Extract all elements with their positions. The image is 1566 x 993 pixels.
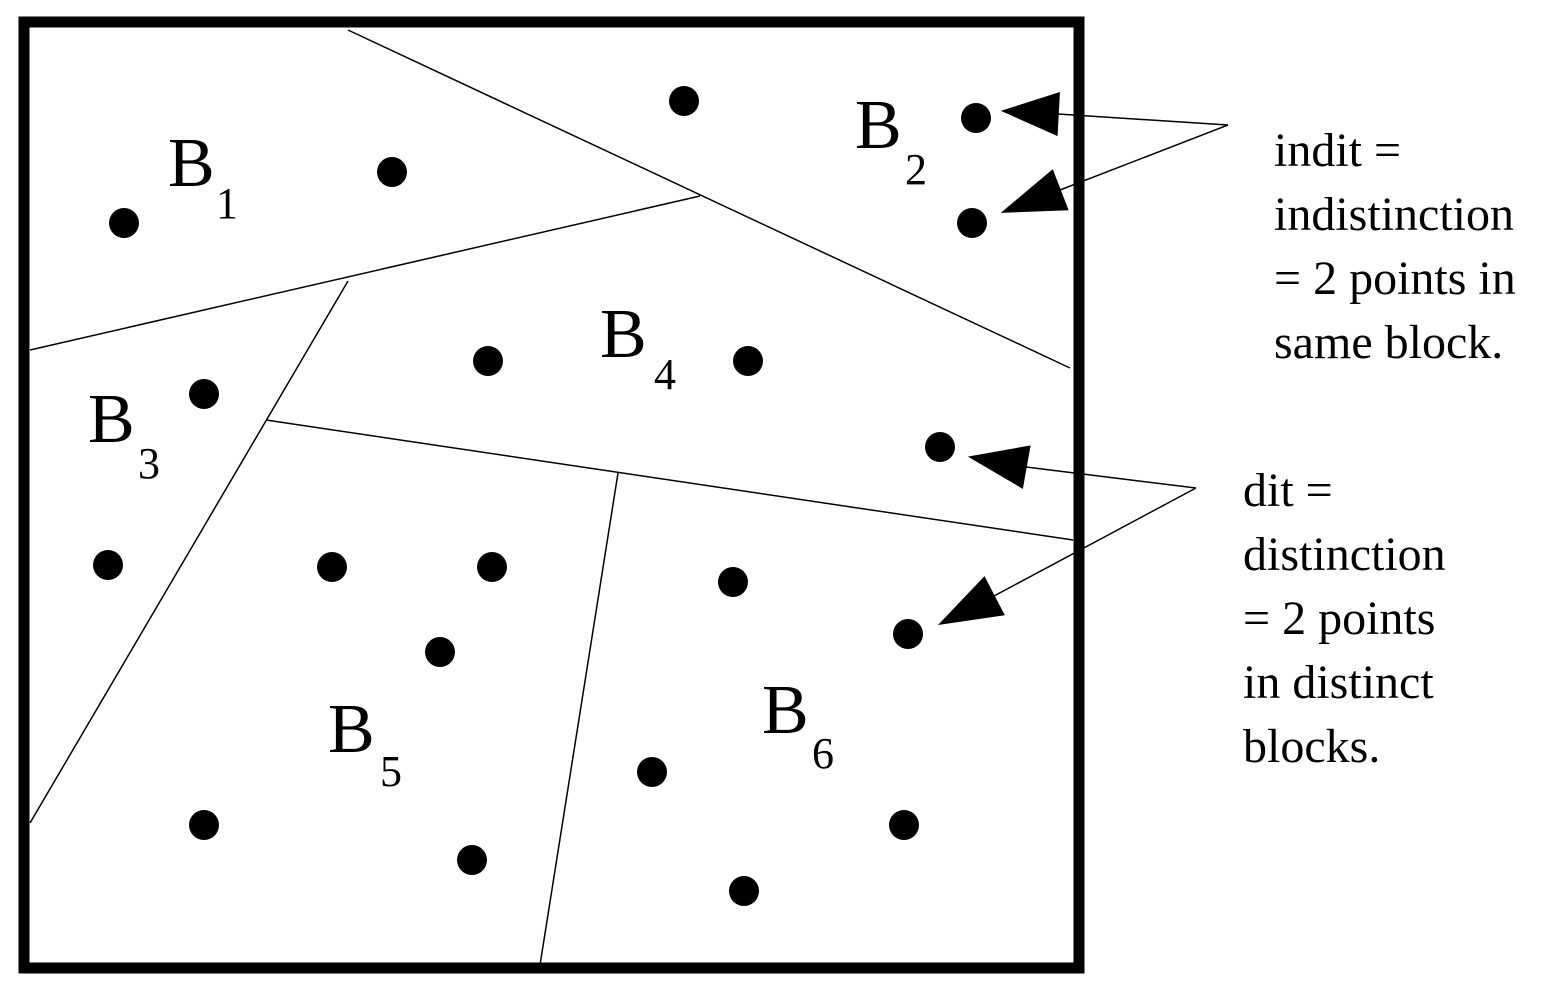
indit-arrow-bottom [1000,124,1229,213]
block-label-b6: B6 [762,672,834,778]
indit-note-line: indit = [1274,124,1402,177]
indit-note-line: = 2 points in [1274,252,1516,305]
dit-note-line: in distinct [1243,656,1434,709]
boundary-line [265,419,1074,541]
arrow-head [1000,91,1060,137]
pointer-arrows [937,91,1229,626]
boundary-line [539,472,619,966]
point-dot [93,550,123,580]
points [93,86,991,906]
dit-note-line: dit = [1243,464,1333,517]
block-label-b2: B2 [855,87,927,194]
point-dot [669,86,699,116]
point-dot [189,810,219,840]
point-dot [457,845,487,875]
point-dot [733,346,763,376]
point-dot [729,876,759,906]
block-letter: B [168,125,215,202]
block-subscript: 4 [654,350,676,399]
dit-note-line: distinction [1243,528,1446,581]
block-subscript: 1 [216,179,238,228]
dit-note: dit = distinction = 2 points in distinct… [1243,459,1446,779]
point-dot [961,103,991,133]
indit-note: indit = indistinction = 2 points in same… [1274,119,1516,375]
indit-arrow-top [1000,91,1229,137]
block-subscript: 2 [905,145,927,194]
point-dot [718,567,748,597]
block-letter: B [855,87,902,164]
block-subscript: 3 [138,439,160,488]
point-dot [957,208,987,238]
point-dot [637,757,667,787]
arrow-head [967,445,1031,489]
dit-note-line: blocks. [1243,720,1381,773]
block-letter: B [328,691,375,768]
universe-frame [18,16,1085,974]
boundary-line [29,280,349,824]
point-dot [377,157,407,187]
dit-arrow-bottom [937,487,1197,626]
point-dot [893,619,923,649]
arrow-shaft [1057,113,1229,126]
block-label-b3: B3 [88,381,160,488]
block-letter: B [600,296,647,373]
dit-arrow-top [967,445,1197,489]
arrow-shaft [993,487,1197,597]
point-dot [189,379,219,409]
arrow-shaft [1025,466,1197,489]
point-dot [425,637,455,667]
block-label-b1: B1 [168,125,238,228]
block-letter: B [88,381,135,458]
block-label-b5: B5 [328,691,402,796]
point-dot [889,810,919,840]
indit-note-line: same block. [1274,316,1504,369]
indit-note-line: indistinction [1274,188,1514,241]
point-dot [109,208,139,238]
boundary-line [29,195,701,351]
boundary-line [347,29,1071,369]
arrow-head [1000,169,1069,213]
arrow-shaft [1059,124,1229,191]
point-dot [925,432,955,462]
dit-note-line: = 2 points [1243,592,1436,645]
point-dot [477,552,507,582]
block-subscript: 6 [812,729,834,778]
block-subscript: 5 [380,747,402,796]
block-letter: B [762,672,809,749]
block-boundaries [29,29,1074,966]
block-label-b4: B4 [600,296,676,399]
arrow-head [937,576,1005,626]
point-dot [473,346,503,376]
point-dot [317,552,347,582]
